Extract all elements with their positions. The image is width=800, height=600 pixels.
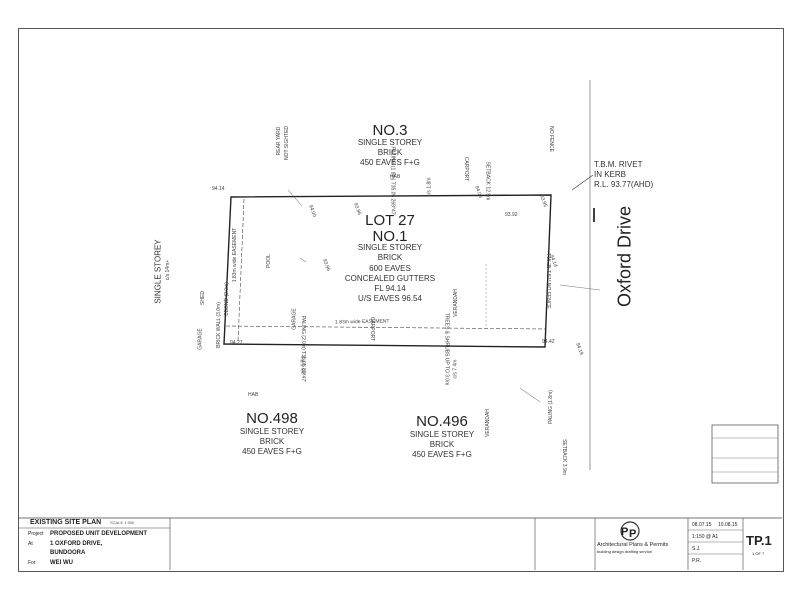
lot-no498-line3: 450 EAVES F+G xyxy=(242,447,302,456)
lot-west-line1: SINGLE STOREY xyxy=(153,239,163,304)
project-label: Project xyxy=(28,531,44,537)
lot-no498-line1: SINGLE STOREY xyxy=(239,427,305,436)
svg-text:P: P xyxy=(629,528,636,540)
carport-north-label: CARPORT xyxy=(463,156,470,182)
pool-label: POOL xyxy=(265,254,272,268)
not-sighted-label: NOT SIGHTED xyxy=(284,125,290,161)
easement-south-label: 1.83m wide EASEMENT xyxy=(334,318,390,326)
sheet-title: EXISTING SITE PLAN xyxy=(30,519,102,526)
project-value: PROPOSED UNIT DEVELOPMENT xyxy=(50,531,148,537)
lot27-line1: SINGLE STOREY xyxy=(357,243,423,252)
lot-no3-line1: SINGLE STOREY xyxy=(357,138,423,147)
level-label: 93.92 xyxy=(505,212,518,218)
tbm-leader xyxy=(571,174,594,191)
lot27-line3: 600 EAVES xyxy=(369,264,411,273)
lot27-line2: BRICK xyxy=(377,253,403,262)
tbm-line1: T.B.M. RIVET xyxy=(594,160,643,169)
cs-6-8-label: c/s 6.8m xyxy=(300,355,307,375)
lot27-line5: FL 94.14 xyxy=(374,284,406,293)
trees-label: TREES & SHRUBS UP TO 3.0m xyxy=(443,312,450,386)
date-1: 08.07.15 xyxy=(692,522,712,528)
lot-no496-line1: SINGLE STOREY xyxy=(409,430,475,439)
level-label: 94.42 xyxy=(542,339,555,345)
lot-no3-line2: BRICK xyxy=(377,148,403,157)
cbond-label: CBOND (2.0m) xyxy=(223,282,230,316)
easement-line-south xyxy=(225,325,547,330)
street-name: Oxford Drive xyxy=(614,205,635,308)
lot-no498-line2: BRICK xyxy=(259,437,285,446)
address-line1: 1 OXFORD DRIVE, xyxy=(50,541,103,547)
lot-no3-number: NO.3 xyxy=(372,122,408,139)
lot27-number: NO.1 xyxy=(372,228,408,245)
lot27-line6: U/S EAVES 96.54 xyxy=(358,294,422,303)
drawn-by: S.J. xyxy=(692,546,701,552)
lot-no3-line3: 450 EAVES F+G xyxy=(360,158,420,167)
hab-north-label: HAB xyxy=(390,174,401,180)
level-label: 94.14 xyxy=(212,186,225,192)
brick-wall-label: BRICK WALL (3.0m) xyxy=(215,302,222,348)
easement-west-label: 1.83m wide EASEMENT xyxy=(232,227,239,283)
lot-no496-line3: 450 EAVES F+G xyxy=(412,450,472,459)
lot-west-line2: c/s 14m+ xyxy=(165,259,171,281)
verandah-south-label: VERANDAH xyxy=(484,409,491,437)
sheet-of: 1 OF 7 xyxy=(752,551,765,556)
setback-south-label: SETBACK 3.9m xyxy=(560,439,567,475)
paling-north-label: PALING (1.8m) T35.05 269°47' xyxy=(389,146,396,216)
lot27-line4: CONCEALED GUTTERS xyxy=(344,274,436,283)
leader-3 xyxy=(519,387,541,403)
address-line2: BUNDOORA xyxy=(50,550,86,556)
drawing-sheet xyxy=(18,28,784,572)
no-fence-north-label: NO FENCE xyxy=(547,126,554,152)
lot-no496-number: NO.496 xyxy=(416,413,468,430)
shed-label: SHED xyxy=(199,291,206,305)
legend-box xyxy=(711,424,779,484)
level-label: 94.27 xyxy=(230,340,243,346)
lot-no496-line2: BRICK xyxy=(429,440,455,449)
garage-west-label: GARAGE xyxy=(197,328,204,350)
cs-1-8-label: c/s 1.8m xyxy=(426,177,433,197)
date-2: 10.08.15 xyxy=(718,522,738,528)
garage-lot-label: GARAGE xyxy=(291,308,298,330)
firm-subtitle: building design drafting service xyxy=(597,549,652,554)
scale-note: SCALE 1:300 xyxy=(110,520,135,525)
tbm-line2: IN KERB xyxy=(594,170,627,179)
lot-no498-number: NO.498 xyxy=(246,410,298,427)
lot27-title: LOT 27 xyxy=(365,212,415,229)
drawing-scale: 1:150 @ A1 xyxy=(692,534,719,540)
leader-1 xyxy=(287,189,303,207)
tbm-line3: R.L. 93.77(AHD) xyxy=(594,180,654,189)
client-name: WEI WU xyxy=(50,560,73,566)
at-label: At xyxy=(28,541,33,547)
svg-text:P: P xyxy=(621,526,628,538)
for-label: For xyxy=(28,560,36,566)
paling-east-label: PALING (1.8m) xyxy=(547,390,554,424)
easement-line-west xyxy=(237,198,245,343)
checked-by: P.R. xyxy=(692,558,702,564)
rear-yard-label: REAR YARD xyxy=(276,126,282,156)
crossover-line xyxy=(559,284,601,291)
leader-2 xyxy=(299,257,307,263)
verandah-lot-label: VERANDAH xyxy=(452,289,459,317)
firm-name: Architectural Plans & Permits xyxy=(597,542,669,548)
firm-logo-mark xyxy=(620,521,640,541)
cs-7-4-label: c/s 7.4m xyxy=(452,359,459,379)
lot-boundary xyxy=(223,194,552,348)
carport-south-label: CARPORT xyxy=(369,316,376,342)
sheet-number: TP.1 xyxy=(746,533,772,548)
setback-north-label: SETBACK 12.9m xyxy=(484,161,491,201)
hab-south-label: HAB xyxy=(248,392,259,398)
